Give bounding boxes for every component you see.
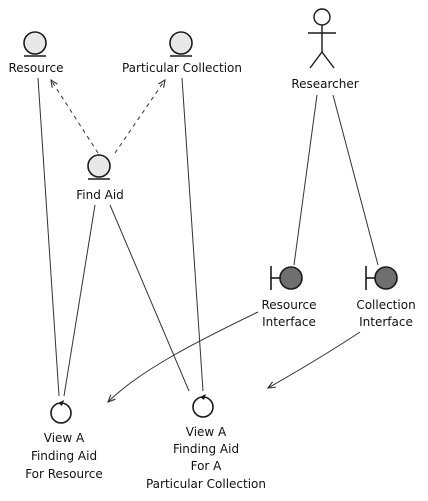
control-view-aid-resource-label-line1: View A [44, 431, 85, 445]
control-view-aid-resource-label-line3: For Resource [25, 467, 103, 481]
boundary-icon [270, 266, 303, 290]
actor-researcher[interactable]: Researcher [291, 8, 359, 91]
control-icon [50, 400, 72, 424]
control-view-aid-resource[interactable]: View A Finding Aid For Resource [25, 400, 103, 481]
edge-findaid-to-resource [51, 80, 99, 154]
entity-icon [23, 31, 47, 57]
edge-findaid-to-view-resource [63, 204, 96, 397]
entity-find-aid[interactable]: Find Aid [76, 154, 124, 202]
edge-findaid-to-collection [114, 80, 165, 154]
boundary-collection-interface[interactable]: Collection Interface [356, 266, 416, 329]
control-view-aid-resource-label-line2: Finding Aid [31, 449, 97, 463]
entity-particular-collection[interactable]: Particular Collection [122, 31, 242, 75]
boundary-resource-interface-label-line1: Resource [261, 298, 316, 312]
edge-researcher-to-collection-interface [332, 94, 379, 266]
control-view-aid-collection-label-line4: Particular Collection [146, 477, 266, 491]
entity-resource-label: Resource [8, 61, 63, 75]
entity-find-aid-label: Find Aid [76, 188, 124, 202]
boundary-resource-interface-label-line2: Interface [262, 315, 316, 329]
actor-researcher-label: Researcher [291, 77, 358, 91]
entity-icon [87, 154, 111, 180]
entity-particular-collection-label: Particular Collection [122, 61, 242, 75]
boundary-collection-interface-label-line2: Interface [359, 315, 413, 329]
boundary-resource-interface[interactable]: Resource Interface [261, 266, 317, 329]
control-view-aid-collection[interactable]: View A Finding Aid For A Particular Coll… [146, 394, 266, 491]
entity-resource[interactable]: Resource [8, 31, 64, 75]
edge-collection-to-view-collection [181, 77, 204, 392]
control-icon [192, 394, 214, 418]
edge-researcher-to-resource-interface [293, 94, 318, 266]
boundary-icon [365, 266, 398, 290]
stick-figure-icon [308, 8, 336, 69]
edge-resource-interface-to-view-resource [108, 311, 259, 402]
entity-icon [169, 31, 193, 57]
edge-collection-interface-to-view-collection [268, 331, 361, 388]
control-view-aid-collection-label-line3: For A [191, 459, 223, 473]
boundary-collection-interface-label-line1: Collection [356, 298, 415, 312]
control-view-aid-collection-label-line2: Finding Aid [173, 442, 239, 456]
edges [37, 77, 379, 402]
control-view-aid-collection-label-line1: View A [186, 425, 227, 439]
edge-findaid-to-view-collection [109, 204, 190, 392]
edge-resource-to-view-resource [37, 77, 60, 397]
